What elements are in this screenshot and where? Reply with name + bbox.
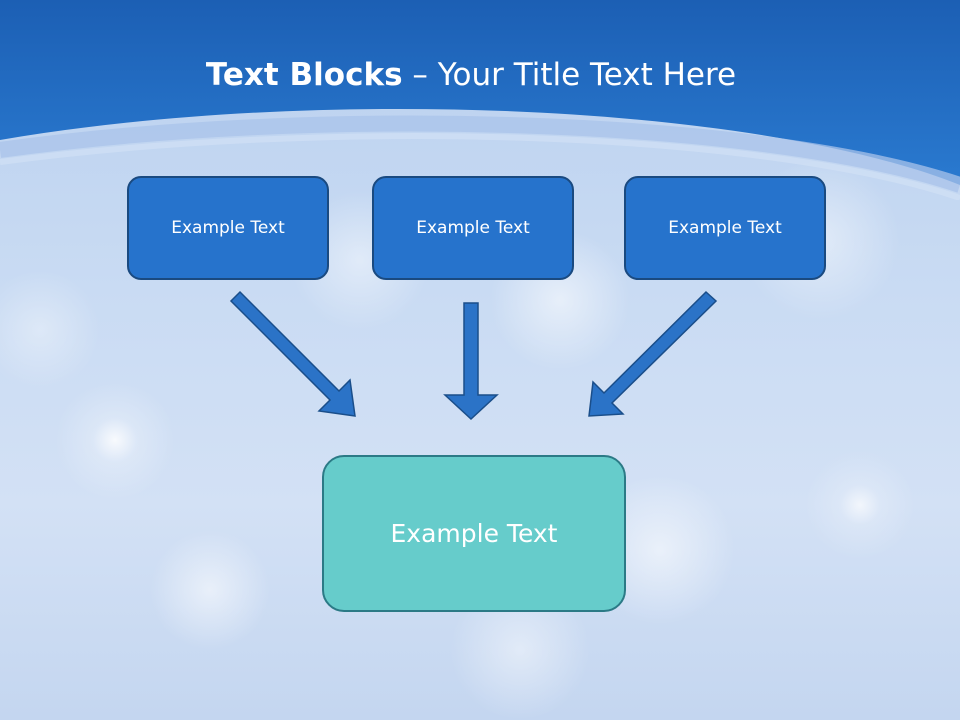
text-block-3-label: Example Text — [668, 218, 782, 238]
text-block-1[interactable]: Example Text — [127, 176, 329, 280]
header-arc-highlight — [0, 115, 960, 193]
text-block-3[interactable]: Example Text — [624, 176, 826, 280]
header-banner — [0, 0, 960, 200]
target-block[interactable]: Example Text — [322, 455, 626, 612]
header-arc-light — [0, 133, 960, 200]
arrow-left-diagonal — [229, 290, 356, 417]
text-block-2-label: Example Text — [416, 218, 530, 238]
header-fill — [0, 0, 960, 185]
title-bold: Text Blocks — [205, 57, 403, 93]
title-regular: Your Title Text Here — [437, 57, 737, 93]
target-block-label: Example Text — [390, 519, 558, 548]
text-block-2[interactable]: Example Text — [372, 176, 574, 280]
slide-title: Text Blocks – Your Title Text Here — [0, 50, 942, 100]
title-dash: – — [412, 57, 428, 93]
arrow-center-down — [443, 302, 499, 421]
text-block-1-label: Example Text — [171, 218, 285, 238]
arrow-right-diagonal — [588, 290, 718, 417]
